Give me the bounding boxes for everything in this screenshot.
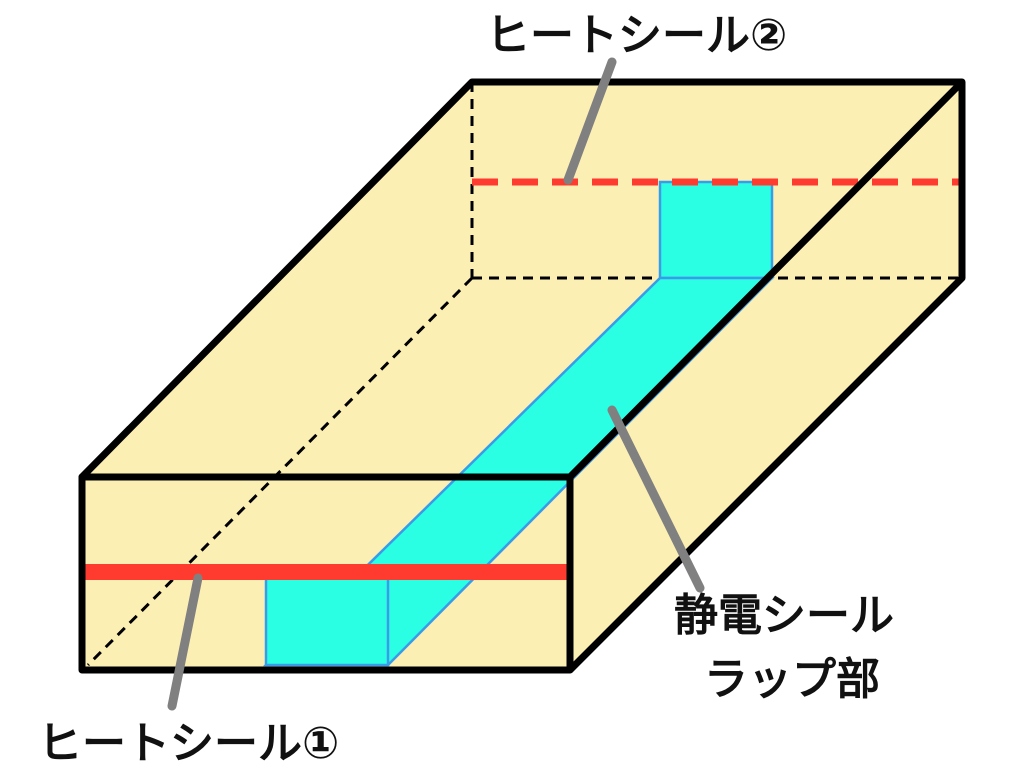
label-electrostatic-seal-line1: 静電シール bbox=[674, 590, 894, 641]
box-front-outline bbox=[78, 473, 574, 674]
leader-heat-seal-1 bbox=[167, 573, 203, 711]
seal-strip-back-panel bbox=[658, 180, 774, 280]
leader-electrostatic-seal bbox=[607, 405, 705, 593]
box-outline bbox=[78, 78, 966, 674]
box-right-outline bbox=[567, 82, 966, 673]
label-heat-seal-1: ヒートシール① bbox=[38, 718, 339, 769]
label-heat-seal-2: ヒートシール② bbox=[486, 10, 787, 61]
hidden-edge-diagonal bbox=[86, 276, 474, 667]
seal-strip-front-panel bbox=[264, 570, 390, 667]
leader-heat-seal-2 bbox=[563, 57, 617, 185]
label-electrostatic-seal-line2: ラップ部 bbox=[704, 654, 880, 705]
leader-lines bbox=[167, 57, 705, 711]
